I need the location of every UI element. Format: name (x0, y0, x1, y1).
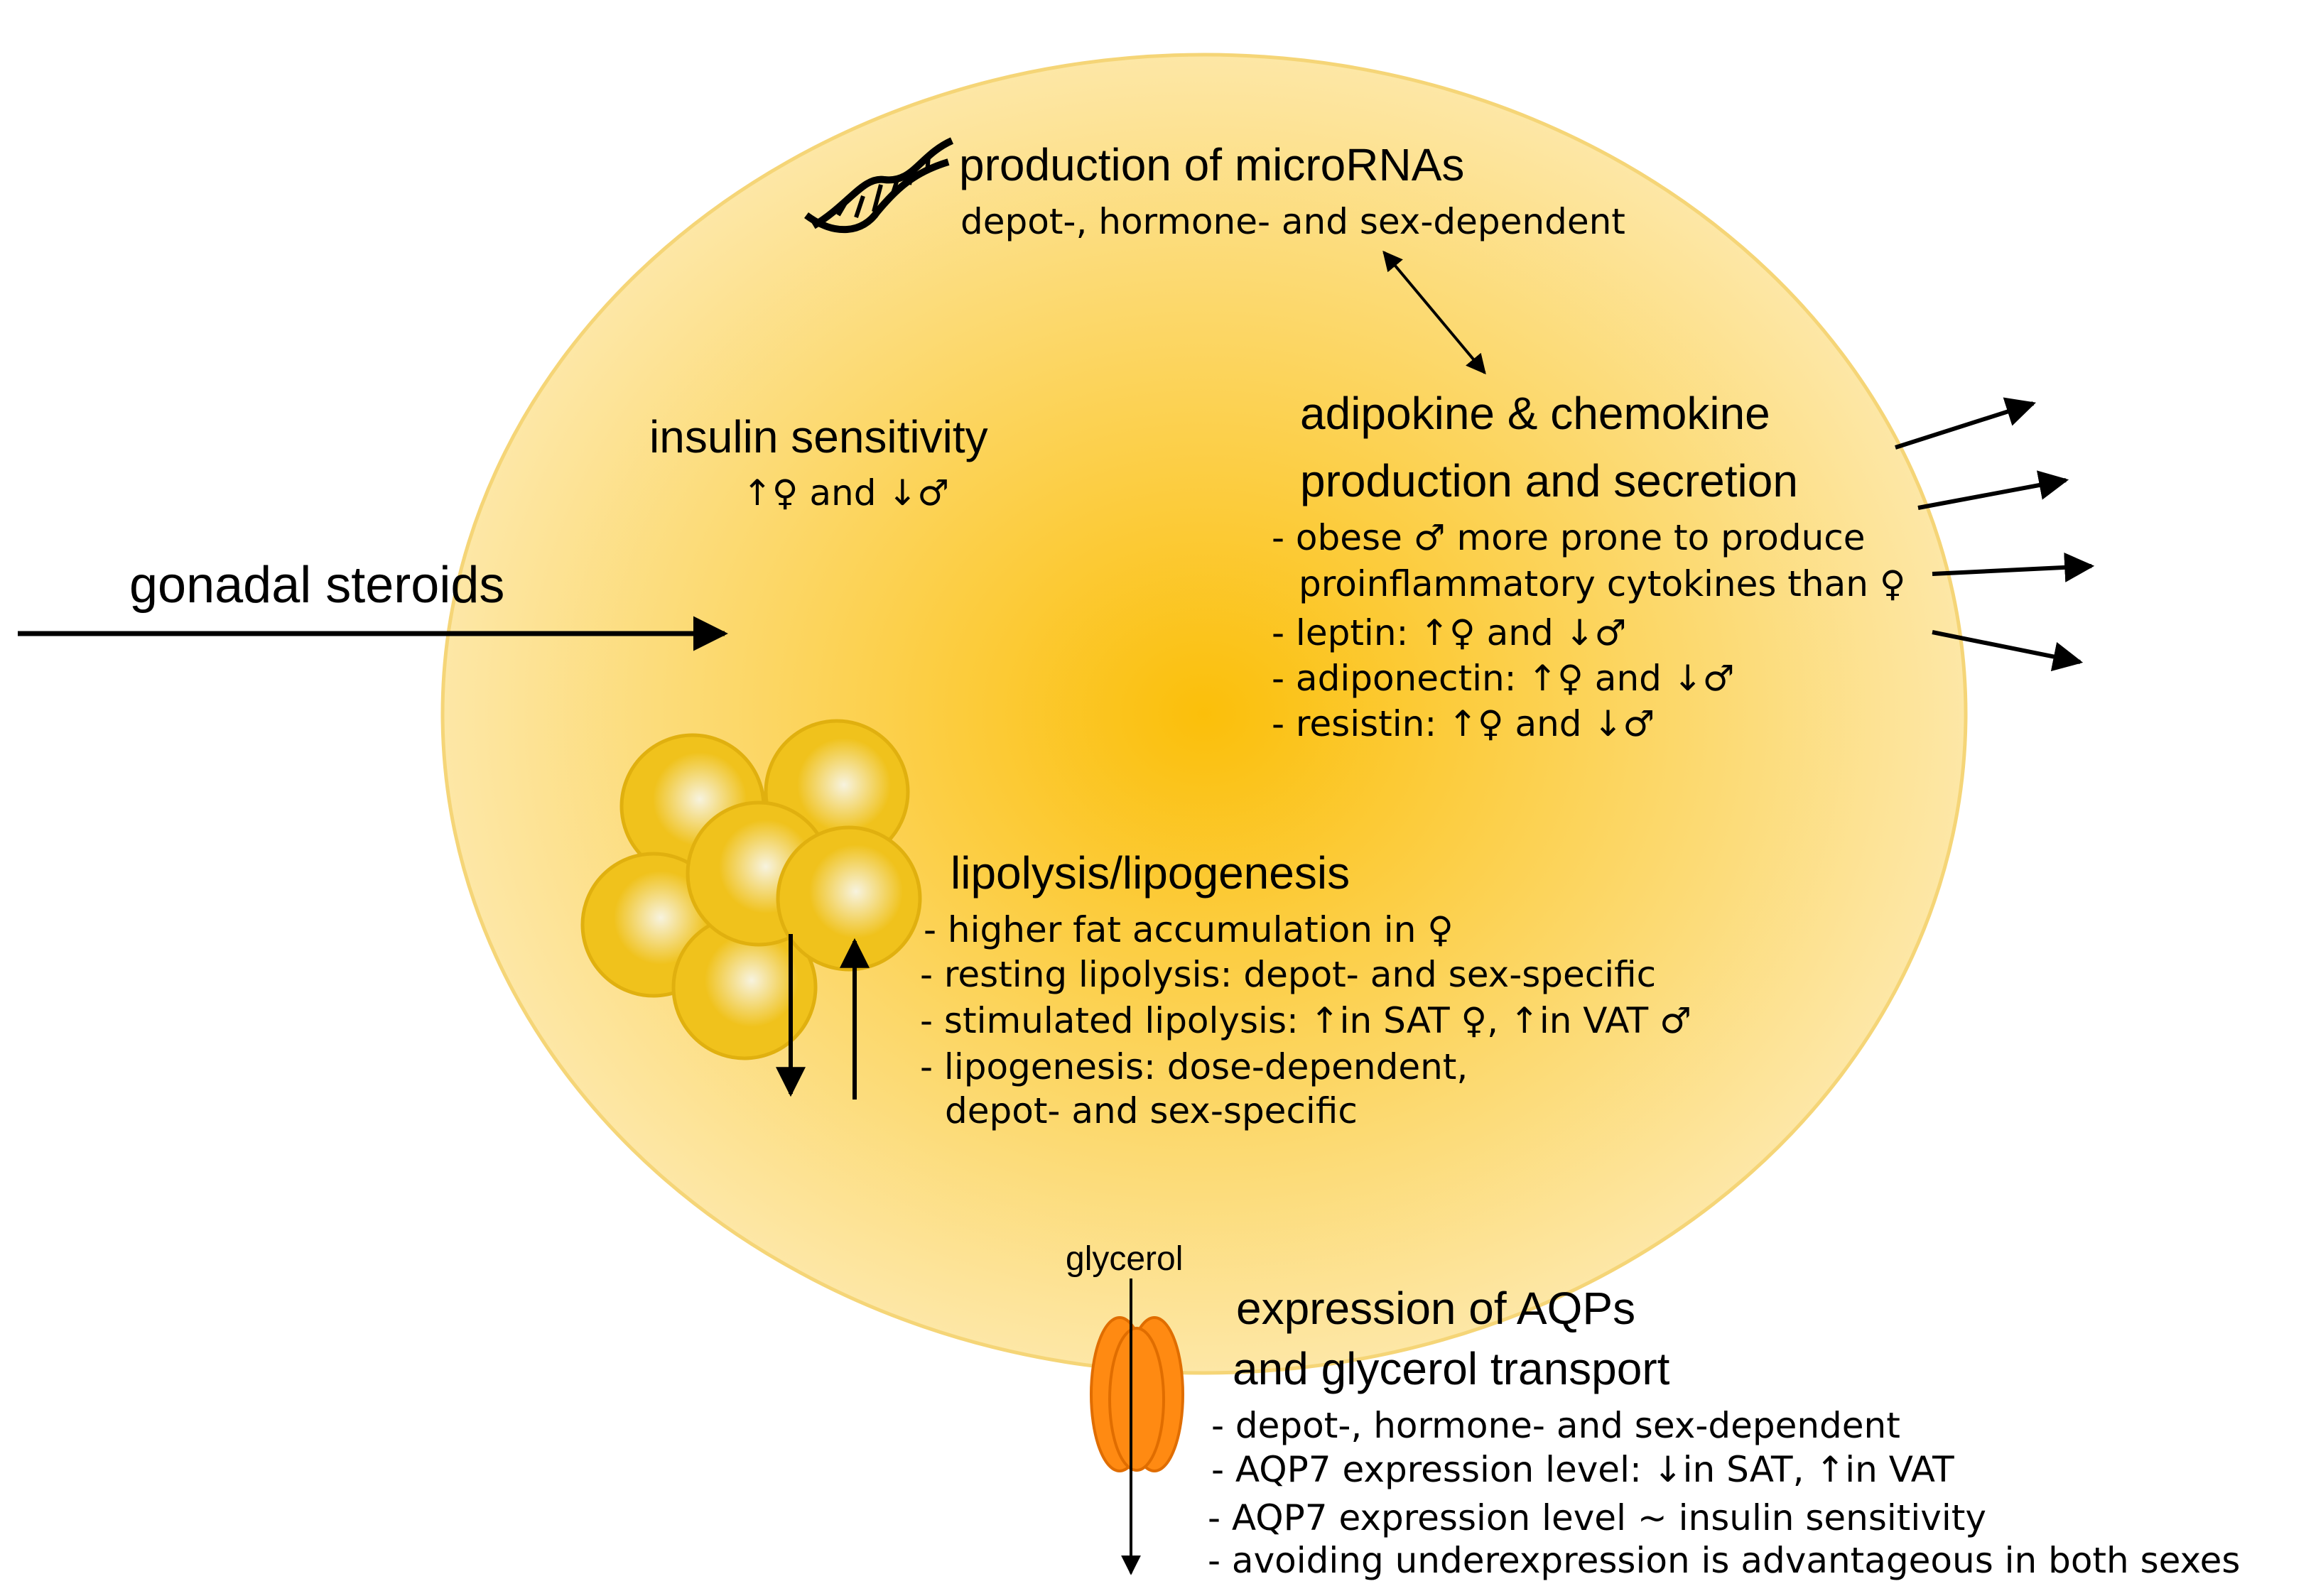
secretion-arrow-2 (1917, 470, 2069, 510)
aqp-item: - AQP7 expression level: ↓in SAT, ↑in VA… (1211, 1449, 1954, 1490)
adipokine-item: proinflammatory cytokines than ♀ (1299, 563, 1906, 604)
aqp-item: - depot-, hormone- and sex-dependent (1211, 1405, 1900, 1446)
aqp-item: - AQP7 expression level ~ insulin sensit… (1208, 1497, 1986, 1538)
lipolysis-item: - stimulated lipolysis: ↑in SAT ♀, ↑in V… (920, 1000, 1691, 1041)
insulin-sensitivity-title: insulin sensitivity (649, 411, 988, 462)
aqp-title-line2: and glycerol transport (1233, 1343, 1670, 1394)
gonadal-steroids-label: gonadal steroids (129, 557, 505, 614)
microrna-title: production of microRNAs (959, 139, 1465, 190)
aquaporin-channel (1090, 1316, 1184, 1472)
secretion-arrow-4 (1932, 630, 2084, 672)
secretion-arrow-1 (1895, 397, 2037, 450)
lipid-droplet-cluster (580, 719, 922, 1060)
adipokine-item: - leptin: ↑♀ and ↓♂ (1272, 612, 1627, 653)
secretion-arrow-3 (1932, 552, 2095, 582)
lipid-droplet (776, 825, 922, 972)
lipolysis-item: - higher fat accumulation in ♀ (924, 909, 1454, 950)
lipolysis-item: - lipogenesis: dose-dependent, (920, 1046, 1468, 1087)
adipokine-item: - adiponectin: ↑♀ and ↓♂ (1272, 658, 1735, 699)
adipokine-item: - obese ♂ more prone to produce (1272, 517, 1866, 558)
aquaporin-subunit (1108, 1327, 1165, 1472)
adipokine-title-line1: adipokine & chemokine (1300, 388, 1770, 439)
lipolysis-title: lipolysis/lipogenesis (951, 847, 1350, 899)
aqp-title-line1: expression of AQPs (1236, 1283, 1636, 1334)
adipocyte-cell (440, 53, 1968, 1375)
dna-helix-icon (804, 137, 954, 233)
lipolysis-item: - resting lipolysis: depot- and sex-spec… (920, 954, 1657, 995)
aqp-item: - avoiding underexpression is advantageo… (1208, 1540, 2241, 1581)
adipokine-title-line2: production and secretion (1300, 455, 1798, 506)
insulin-sensitivity-detail: ↑♀ and ↓♂ (742, 472, 950, 514)
glycerol-label: glycerol (1066, 1240, 1184, 1278)
microrna-subtitle: depot-, hormone- and sex-dependent (960, 201, 1625, 242)
lipolysis-item: depot- and sex-specific (945, 1090, 1358, 1131)
adipokine-item: - resistin: ↑♀ and ↓♂ (1272, 703, 1655, 744)
microrna-adipokine-double-arrow (1382, 250, 1486, 375)
